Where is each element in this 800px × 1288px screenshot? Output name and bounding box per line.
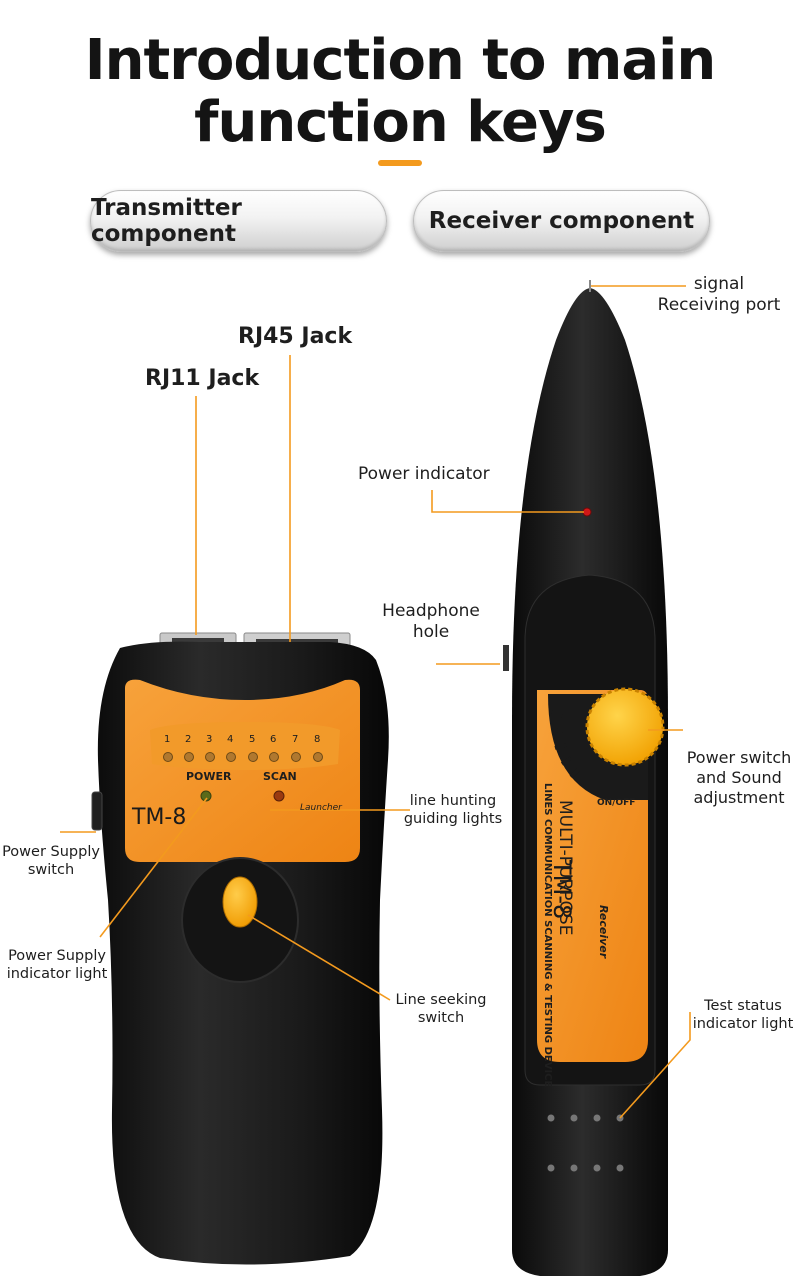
transmitter-component-button[interactable]: Transmitter component <box>90 190 387 252</box>
power-switch-label-line-3: adjustment <box>693 788 785 807</box>
rj11-jack-label: RJ11 Jack <box>145 366 260 391</box>
scan-indicator-light <box>273 790 285 802</box>
power-supply-indicator-label: Power Supply indicator light <box>0 947 114 983</box>
led-number: 8 <box>314 734 321 745</box>
line-seeking-label-line-1: Line seeking <box>395 992 487 1008</box>
power-switch-label-line-1: Power switch <box>686 748 792 767</box>
test-status-label-line-1: Test status <box>704 998 782 1014</box>
lines-text: LINES COMMUNICATION SCANNING & TESTING D… <box>542 783 553 1088</box>
signal-label-line-1: signal <box>693 274 745 294</box>
receiver-component-label: Receiver component <box>428 208 695 234</box>
led-number: 6 <box>270 734 277 745</box>
title-line-1: Introduction to main <box>84 28 716 93</box>
power-supply-indicator-line-2: indicator light <box>6 966 108 983</box>
headphone-hole-label: Headphone hole <box>366 601 496 644</box>
transmitter-model: TM-8 <box>132 805 187 830</box>
rj45-jack-label: RJ45 Jack <box>238 324 353 349</box>
signal-label-line-2: Receiving port <box>657 295 781 316</box>
test-status-label-line-2: indicator light <box>692 1016 794 1033</box>
line-hunting-leds <box>163 752 323 762</box>
signal-receiving-port-label: signal Receiving port <box>642 274 796 317</box>
line-seeking-label-line-2: switch <box>417 1010 465 1027</box>
multi-purpose-text: MULTI-PURPOSE <box>555 800 575 936</box>
title-line-2: function keys <box>194 90 607 155</box>
test-status-indicator-label: Test status indicator light <box>686 997 800 1033</box>
transmitter-component-label: Transmitter component <box>91 195 242 247</box>
led-number: 5 <box>249 734 256 745</box>
receiver-component-button[interactable]: Receiver component <box>413 190 710 252</box>
scan-text: SCAN <box>263 770 297 783</box>
power-supply-switch-line-2: switch <box>27 862 75 879</box>
led-number: 3 <box>206 734 213 745</box>
launcher-text: Launcher <box>300 803 342 813</box>
onoff-text: ON/OFF <box>597 798 636 808</box>
line-seeking-button <box>222 876 258 928</box>
power-text: POWER <box>186 770 232 783</box>
power-switch-label: Power switch and Sound adjustment <box>680 748 798 808</box>
page-title: Introduction to main function keys <box>0 30 800 154</box>
power-switch-label-line-2: and Sound <box>696 768 782 787</box>
led-number-row: 1 2 3 4 5 6 7 8 <box>160 734 330 748</box>
power-switch-knob <box>585 687 665 767</box>
leader-lines <box>60 285 691 1119</box>
receiver-device <box>503 280 668 1276</box>
led-number: 1 <box>164 734 171 745</box>
line-hunting-label: line hunting guiding lights <box>396 792 510 828</box>
receiver-power-indicator <box>582 507 592 517</box>
led-number: 4 <box>227 734 234 745</box>
headphone-label-line-2: hole <box>412 622 450 643</box>
led-number: 7 <box>292 734 299 745</box>
power-supply-indicator-light <box>200 790 212 802</box>
power-supply-indicator-line-1: Power Supply <box>8 948 106 964</box>
line-seeking-switch-label: Line seeking switch <box>386 991 496 1027</box>
transmitter-device <box>91 632 389 1265</box>
line-hunting-label-line-1: line hunting <box>409 793 497 809</box>
power-supply-switch-label: Power Supply switch <box>0 843 102 879</box>
line-hunting-label-line-2: guiding lights <box>403 811 503 828</box>
power-supply-switch-line-1: Power Supply <box>2 844 100 860</box>
power-indicator-label: Power indicator <box>358 464 490 484</box>
title-underline <box>378 160 422 166</box>
receiver-text: Receiver <box>597 905 610 959</box>
led-number: 2 <box>185 734 192 745</box>
headphone-label-line-1: Headphone <box>382 601 480 621</box>
